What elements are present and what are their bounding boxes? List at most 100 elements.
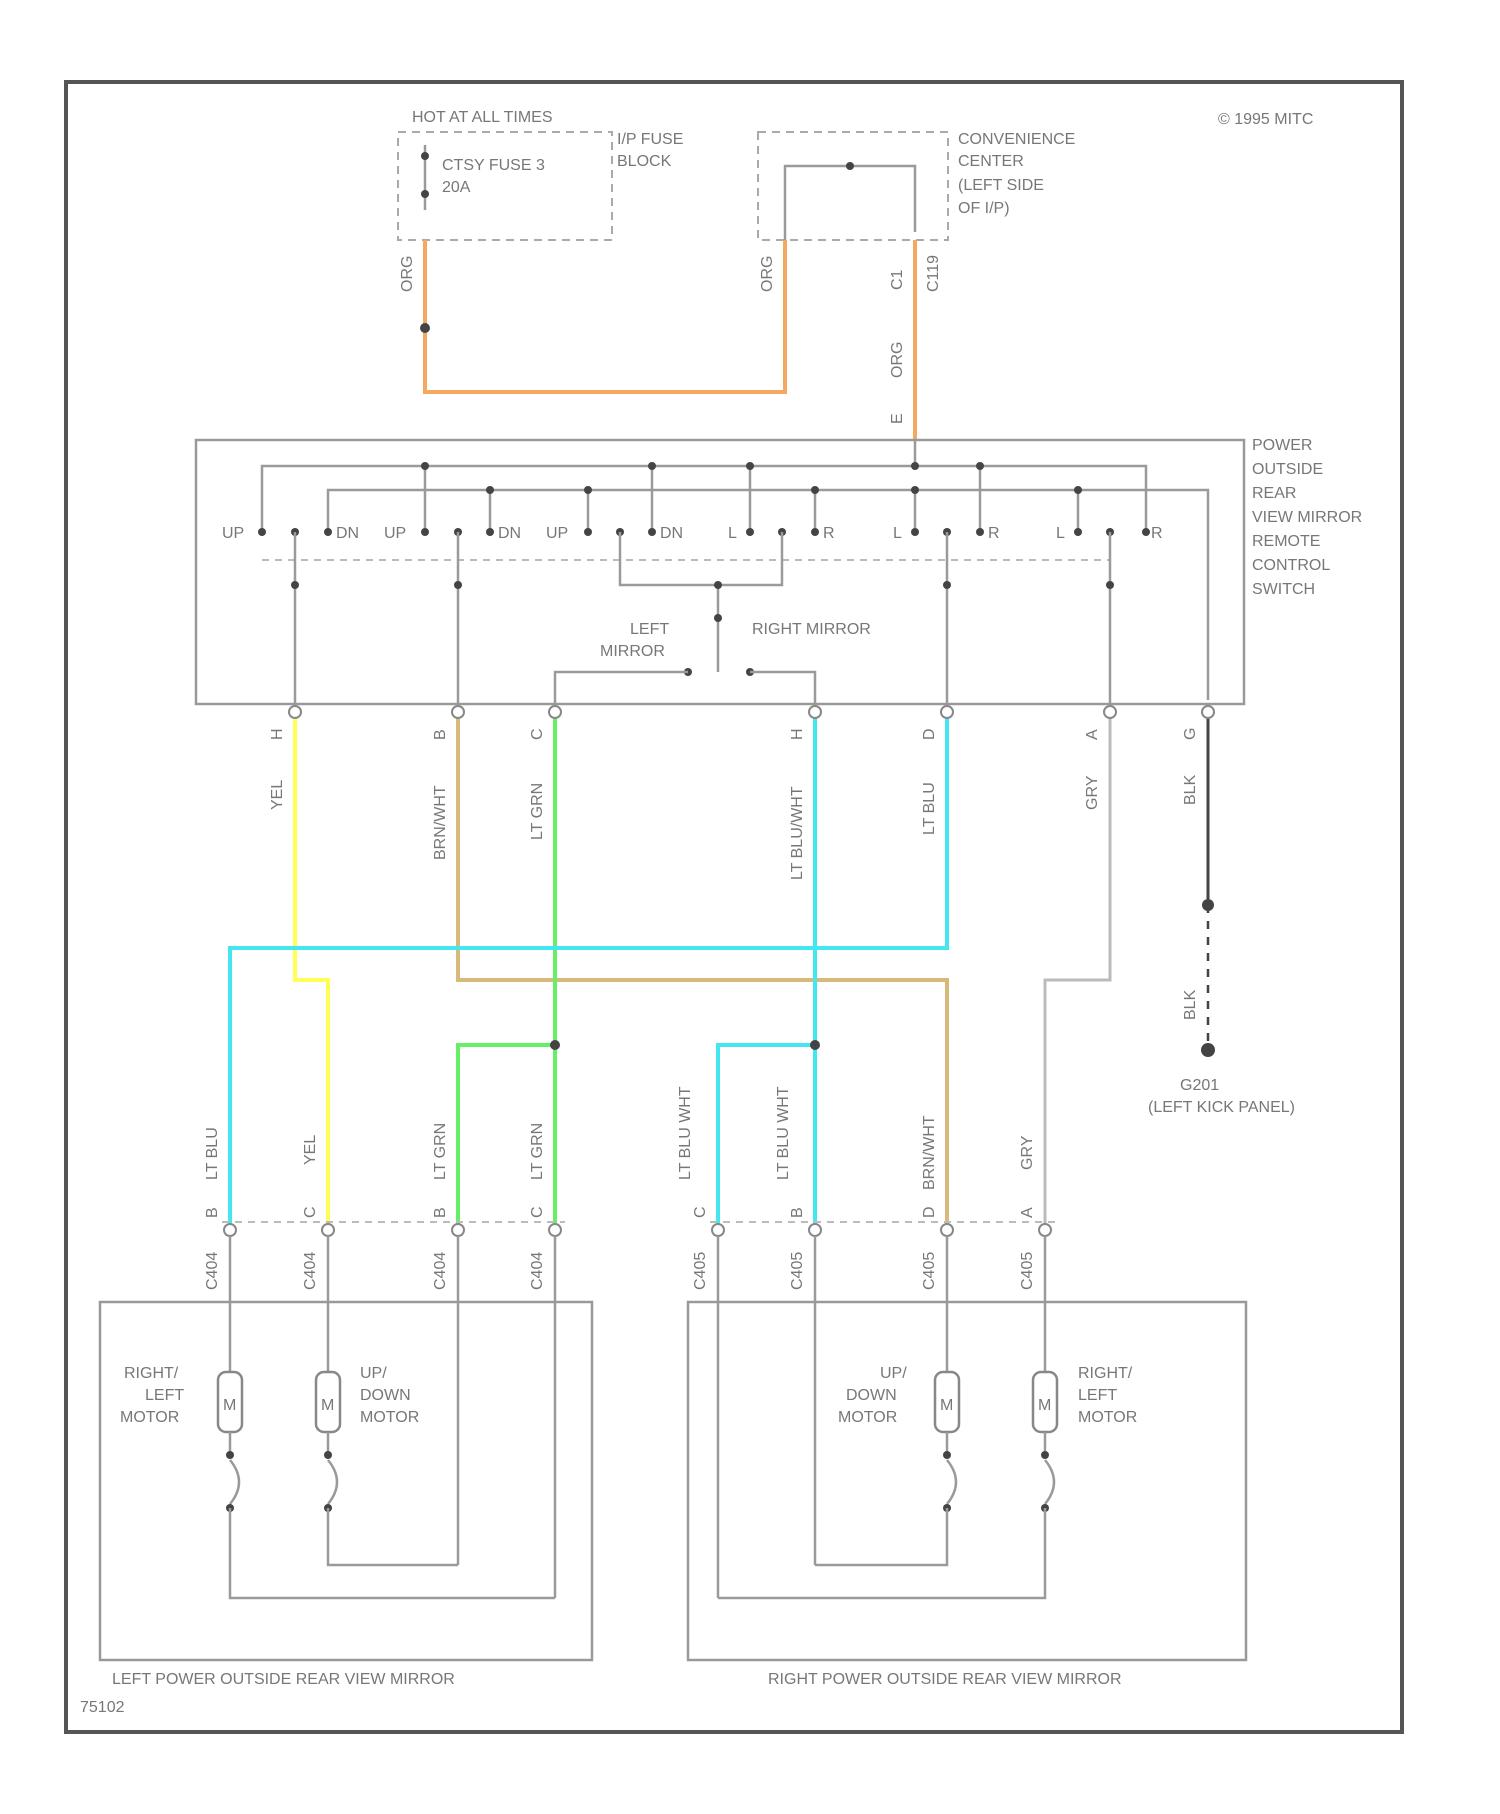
rc-wire-2: LT BLU WHT	[775, 1086, 792, 1180]
contact-label: UP	[546, 525, 568, 542]
lm-m2-line2: DOWN	[360, 1387, 411, 1404]
lm-motor1-tag: M	[223, 1397, 236, 1414]
fuse-block-name-1: I/P FUSE	[617, 131, 683, 148]
switch-name-4: VIEW MIRROR	[1252, 509, 1362, 526]
contact-label: R	[988, 525, 1000, 542]
out-pin-6: A	[1084, 729, 1101, 740]
lm-m2-line1: UP/	[360, 1365, 387, 1382]
rm-m2-line1: RIGHT/	[1078, 1365, 1133, 1382]
out-pin-3: C	[529, 728, 546, 740]
rc-wire-1: LT BLU WHT	[677, 1086, 694, 1180]
hot-label: HOT AT ALL TIMES	[412, 109, 553, 126]
left-mirror-label-2: MIRROR	[600, 643, 665, 660]
lc-wire-4: LT GRN	[529, 1123, 546, 1180]
switch-poles	[291, 532, 1114, 704]
power-bus-outer	[262, 466, 1146, 532]
lc-conn-4: C404	[529, 1252, 546, 1290]
lc-wire-2: YEL	[302, 1135, 319, 1165]
rc-pin-2: B	[789, 1207, 806, 1218]
orange-splice	[420, 323, 430, 333]
contact-label: DN	[498, 525, 521, 542]
convenience-center-bus	[785, 166, 915, 240]
lc-pin-2: C	[302, 1206, 319, 1218]
cc-name-4: OF I/P)	[958, 200, 1010, 217]
rm-m1-line3: MOTOR	[838, 1409, 897, 1426]
lc-wire-3: LT GRN	[432, 1123, 449, 1180]
out-pin-5: D	[921, 728, 938, 740]
switch-name-2: OUTSIDE	[1252, 461, 1323, 478]
lm-breaker-1	[230, 1460, 239, 1504]
rc-conn-3: C405	[921, 1252, 938, 1290]
lc-conn-3: C404	[432, 1252, 449, 1290]
switch-name-6: CONTROL	[1252, 557, 1330, 574]
lc-pin-3: B	[432, 1207, 449, 1218]
cc-name-1: CONVENIENCE	[958, 131, 1075, 148]
remote-control-switch-box	[196, 440, 1244, 704]
contact-label: L	[1056, 525, 1065, 542]
lc-pin-4: C	[529, 1206, 546, 1218]
orange-feed-wire	[425, 240, 785, 392]
fuse-terminal	[421, 152, 429, 160]
lm-m1-line3: MOTOR	[120, 1409, 179, 1426]
rc-wire-4: GRY	[1019, 1135, 1036, 1170]
bus-node	[911, 462, 919, 470]
switch-name-1: POWER	[1252, 437, 1312, 454]
ground-location: (LEFT KICK PANEL)	[1148, 1099, 1295, 1116]
rm-return-2	[718, 1508, 1045, 1598]
lm-m1-line1: RIGHT/	[124, 1365, 179, 1382]
cc-name-2: CENTER	[958, 153, 1024, 170]
power-bus-inner	[328, 490, 1208, 700]
out-pin-7: G	[1182, 728, 1199, 740]
right-mirror-label: RIGHT POWER OUTSIDE REAR VIEW MIRROR	[768, 1671, 1122, 1688]
cc-out-wire-label: ORG	[889, 342, 906, 378]
rm-m2-line3: MOTOR	[1078, 1409, 1137, 1426]
ground-splice	[1202, 899, 1214, 911]
rm-motor2-tag: M	[1038, 1397, 1051, 1414]
lm-return-1	[230, 1508, 555, 1598]
bus-drops	[421, 462, 1082, 532]
fuse-rating: 20A	[442, 179, 471, 196]
switch-name-3: REAR	[1252, 485, 1296, 502]
out-pin-4: H	[789, 728, 806, 740]
rm-motor1-tag: M	[940, 1397, 953, 1414]
lm-motor2-tag: M	[321, 1397, 334, 1414]
contact-label: R	[823, 525, 835, 542]
rc-pin-1: C	[692, 1206, 709, 1218]
selector-right-lead	[750, 672, 815, 704]
lc-conn-1: C404	[204, 1252, 221, 1290]
lc-pin-1: B	[204, 1207, 221, 1218]
right-mirror-label: RIGHT MIRROR	[752, 621, 871, 638]
contact-label: UP	[222, 525, 244, 542]
lm-m1-line2: LEFT	[145, 1387, 184, 1404]
lc-wire-1: LT BLU	[204, 1127, 221, 1180]
out-wire-4: LT BLU/WHT	[789, 786, 806, 880]
rm-m2-line2: LEFT	[1078, 1387, 1117, 1404]
lm-return-2	[328, 1508, 458, 1565]
copyright: © 1995 MITC	[1218, 111, 1313, 128]
fuse-name: CTSY FUSE 3	[442, 157, 545, 174]
lt-blu-wht-splice	[810, 1040, 820, 1050]
lt-grn-splice	[550, 1040, 560, 1050]
out-wire-2: BRN/WHT	[432, 785, 449, 860]
rm-m1-line2: DOWN	[846, 1387, 897, 1404]
lc-conn-2: C404	[302, 1252, 319, 1290]
left-mirror-box	[100, 1302, 592, 1660]
left-mirror-label-1: LEFT	[630, 621, 669, 638]
ground-wire-label: BLK	[1182, 989, 1199, 1020]
selector-left-lead	[555, 672, 688, 704]
fuse-wire-label: ORG	[399, 256, 416, 292]
switch-name-5: REMOTE	[1252, 533, 1320, 550]
right-mirror-box	[688, 1302, 1246, 1660]
rc-conn-1: C405	[692, 1252, 709, 1290]
lt-blu-wht-branch	[718, 1045, 815, 1230]
contact-label: UP	[384, 525, 406, 542]
rc-pin-4: A	[1019, 1207, 1036, 1218]
switch-output-pins	[289, 706, 1214, 718]
bus-terminal	[846, 162, 854, 170]
lm-breaker-2	[328, 1460, 337, 1504]
diagram-frame	[66, 82, 1402, 1732]
contact-label: R	[1151, 525, 1163, 542]
lm-m2-line3: MOTOR	[360, 1409, 419, 1426]
switch-name-7: SWITCH	[1252, 581, 1315, 598]
